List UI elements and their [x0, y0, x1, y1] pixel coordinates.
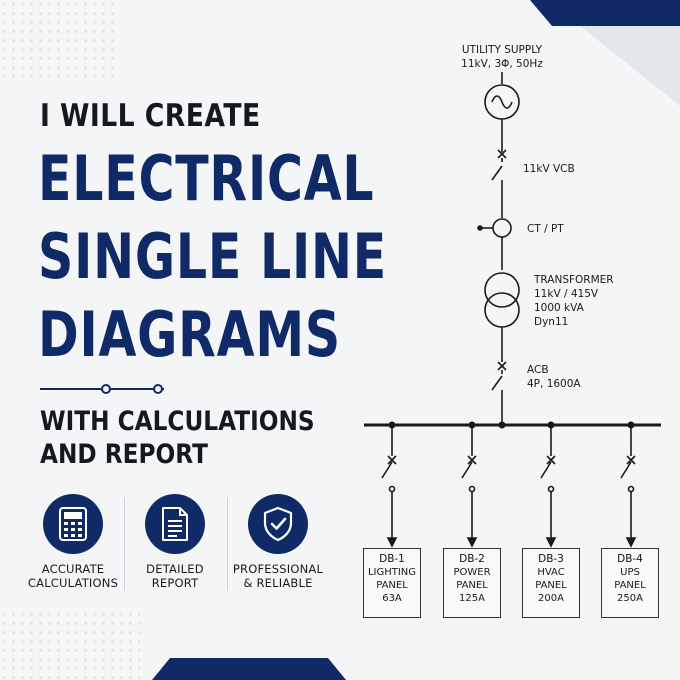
ct-pt-symbol	[492, 218, 512, 238]
panel-rating: 250A	[617, 593, 643, 604]
vcb-switch-blade	[491, 165, 503, 181]
panel-id: DB-1	[379, 553, 405, 565]
transformer-rating: 1000 kVA	[534, 302, 585, 314]
supply-spec: 11kV, 3Φ, 50Hz	[461, 58, 543, 70]
panel-word: PANEL	[535, 580, 567, 591]
acb-switch-blade	[491, 375, 503, 391]
feature-separator	[227, 498, 228, 590]
headline-line-2: SINGLE LINE	[38, 220, 387, 293]
transformer-ratio: 11kV / 415V	[534, 288, 599, 300]
feature-separator	[124, 498, 125, 590]
subheadline-line-2: AND REPORT	[40, 439, 208, 470]
panel-id: DB-3	[538, 553, 564, 565]
feeder-db-3	[540, 425, 557, 548]
panel-type: HVAC	[537, 567, 565, 578]
panel-type: UPS	[620, 567, 640, 578]
transformer-vector-group: Dyn11	[534, 316, 568, 328]
subheadline-line-1: WITH CALCULATIONS	[40, 406, 315, 437]
dot-pattern-top	[0, 0, 120, 80]
bus-junction	[498, 421, 506, 429]
feature-report: DETAILED REPORT	[125, 494, 225, 590]
sine-wave-icon	[491, 95, 513, 109]
panel-word: PANEL	[376, 580, 408, 591]
corner-accent-top-right	[530, 0, 680, 26]
dot-pattern-bottom	[0, 610, 140, 680]
panel-rating: 125A	[459, 593, 485, 604]
headline-line-3: DIAGRAMS	[38, 298, 341, 371]
feature-label: PROFESSIONAL & RELIABLE	[232, 562, 324, 590]
panel-type: LIGHTING	[367, 567, 417, 578]
vcb-label: 11kV VCB	[523, 163, 575, 175]
feature-reliable: PROFESSIONAL & RELIABLE	[228, 494, 328, 590]
shield-check-icon	[248, 494, 308, 554]
panel-type: POWER	[453, 567, 491, 578]
decorative-divider	[40, 384, 164, 394]
feeder-db-4	[620, 425, 637, 548]
panel-db-1: DB-1 LIGHTING PANEL 63A	[363, 548, 421, 618]
panel-id: DB-2	[459, 553, 485, 565]
panel-db-2: DB-2 POWER PANEL 125A	[443, 548, 501, 618]
panel-id: DB-4	[617, 553, 643, 565]
panel-db-3: DB-3 HVAC PANEL 200A	[522, 548, 580, 618]
feeder-db-1	[381, 425, 398, 548]
headline-line-1: ELECTRICAL	[38, 142, 375, 215]
corner-accent-bottom	[152, 658, 346, 680]
transformer-secondary-winding	[484, 292, 520, 328]
feature-calculations: ACCURATE CALCULATIONS	[23, 494, 123, 590]
headline-intro: I WILL CREATE	[40, 98, 261, 134]
feature-label: ACCURATE CALCULATIONS	[27, 562, 119, 590]
calculator-icon	[43, 494, 103, 554]
transformer-primary-winding	[484, 272, 520, 308]
acb-spec: 4P, 1600A	[527, 378, 581, 390]
panel-word: PANEL	[456, 580, 488, 591]
feeder-db-2	[461, 425, 478, 548]
feature-label: DETAILED REPORT	[146, 562, 204, 590]
panel-db-4: DB-4 UPS PANEL 250A	[601, 548, 659, 618]
corner-shadow-top-right	[580, 26, 680, 106]
ct-pt-label: CT / PT	[527, 223, 564, 235]
panel-rating: 63A	[382, 593, 402, 604]
panel-word: PANEL	[614, 580, 646, 591]
acb-title: ACB	[527, 364, 549, 376]
transformer-title: TRANSFORMER	[533, 274, 614, 286]
panel-rating: 200A	[538, 593, 564, 604]
document-icon	[145, 494, 205, 554]
supply-title: UTILITY SUPPLY	[462, 44, 543, 56]
